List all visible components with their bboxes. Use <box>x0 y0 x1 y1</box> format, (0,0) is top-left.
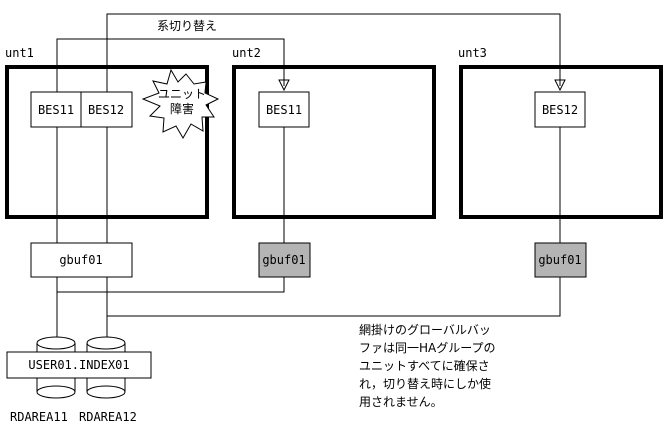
gbuf-label-unt1: gbuf01 <box>59 253 102 267</box>
unit-label-unt2: unt2 <box>232 46 261 60</box>
note-line-1: 網掛けのグローバルバッ <box>359 322 491 337</box>
bes11-box-unt1 <box>30 91 82 128</box>
switchover-label: 系切り替え <box>157 19 217 33</box>
bes11-label-unt1: BES11 <box>38 103 74 117</box>
gbuf-label-unt2: gbuf01 <box>262 253 305 267</box>
bes12-box-unt1 <box>80 91 133 128</box>
failure-label-line2: 障害 <box>170 101 194 116</box>
note-line-5: 用されません。 <box>359 395 443 409</box>
unit-frame-unt2 <box>232 65 436 219</box>
note-line-2: ファは同一HAグループの <box>359 341 496 355</box>
note-line-3: ユニットすべてに確保さ <box>359 358 490 373</box>
unit-label-unt1: unt1 <box>5 46 34 60</box>
rdarea11-label: RDAREA11 <box>10 410 68 424</box>
bes12-label-unt3: BES12 <box>542 103 578 117</box>
arrowhead-to-unt3 <box>554 79 566 92</box>
db-label-box <box>6 351 152 379</box>
gbuf-box-unt1 <box>30 242 133 278</box>
unit-frame-unt3 <box>459 65 663 219</box>
bes12-label-unt1: BES12 <box>88 103 124 117</box>
explanatory-note: 網掛けのグローバルバッ ファは同一HAグループの ユニットすべてに確保さ れ，切… <box>359 322 496 409</box>
bes11-box-unt2 <box>258 91 310 128</box>
switchover-line-to-unt3 <box>106 13 561 95</box>
unit-label-unt3: unt3 <box>458 46 487 60</box>
gbuf-label-unt3: gbuf01 <box>538 253 581 267</box>
bes11-label-unt2: BES11 <box>266 103 302 117</box>
unit-failure-burst <box>141 68 220 139</box>
db-label: USER01.INDEX01 <box>28 358 129 372</box>
bes12-box-unt3 <box>534 91 586 128</box>
arrowhead-to-unt2 <box>278 79 290 92</box>
gbuf-box-unt2-shaded <box>258 242 311 278</box>
gbuf-box-unt3-shaded <box>534 242 587 278</box>
rdarea12-label: RDAREA12 <box>79 410 137 424</box>
failure-label-line1: ユニット <box>158 87 206 101</box>
connector-gbuf3-to-db <box>107 277 561 317</box>
note-line-4: れ，切り替え時にしか使 <box>359 376 491 391</box>
connector-gbuf2-to-db <box>57 277 285 293</box>
